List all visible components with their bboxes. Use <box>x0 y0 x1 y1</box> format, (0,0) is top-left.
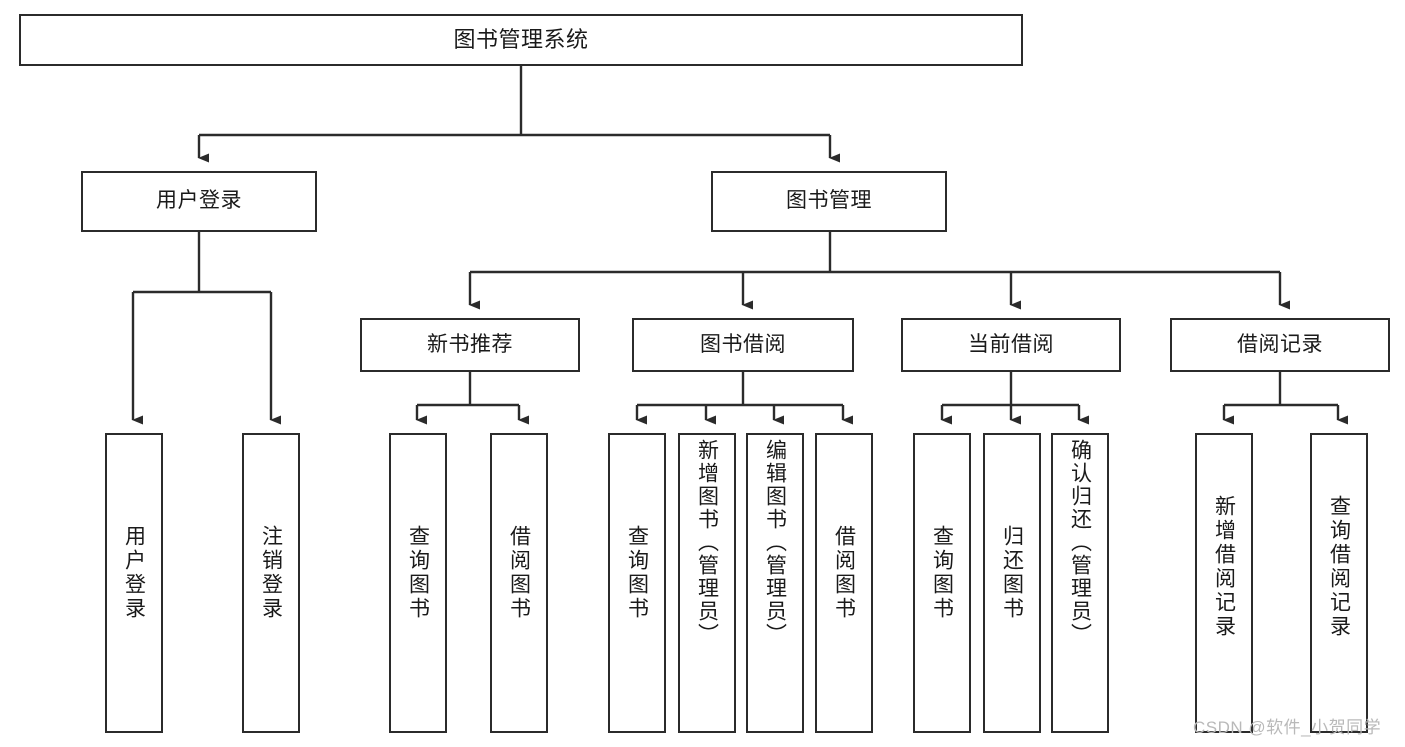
node-label: 用户登录 <box>156 189 242 213</box>
node-label: 归还图书 <box>1000 525 1024 621</box>
csdn-watermark: CSDN @软件_小贺同学 <box>1193 718 1382 737</box>
node-label: 新书推荐 <box>427 332 513 356</box>
node-label: 查询图书 <box>625 525 649 621</box>
node-label: 图书管理 <box>786 189 872 213</box>
leaf-borrow-record-add-record[interactable]: 新增借阅记录 <box>1195 433 1253 733</box>
node-label: 借阅图书 <box>832 525 856 621</box>
leaf-book-borrow-edit-book-admin[interactable]: 编辑图书（管理员） <box>746 433 804 733</box>
node-user-login[interactable]: 用户登录 <box>81 171 317 232</box>
leaf-new-book-borrow-book[interactable]: 借阅图书 <box>490 433 548 733</box>
node-label: 借阅图书 <box>507 525 531 621</box>
node-label: 确认归还（管理员） <box>1068 439 1092 646</box>
node-label: 用户登录 <box>122 525 146 621</box>
leaf-current-borrow-confirm-return-admin[interactable]: 确认归还（管理员） <box>1051 433 1109 733</box>
node-label: 查询图书 <box>406 525 430 621</box>
leaf-book-borrow-add-book-admin[interactable]: 新增图书（管理员） <box>678 433 736 733</box>
node-label: 新增借阅记录 <box>1212 495 1236 639</box>
leaf-book-borrow-query-book[interactable]: 查询图书 <box>608 433 666 733</box>
node-label: 当前借阅 <box>968 332 1054 356</box>
node-borrow-record[interactable]: 借阅记录 <box>1170 318 1390 372</box>
node-label: 图书借阅 <box>700 332 786 356</box>
node-label: 查询图书 <box>930 525 954 621</box>
leaf-current-borrow-return-book[interactable]: 归还图书 <box>983 433 1041 733</box>
node-label: 图书管理系统 <box>453 27 589 53</box>
node-book-borrow[interactable]: 图书借阅 <box>632 318 854 372</box>
leaf-user-login-logout[interactable]: 注销登录 <box>242 433 300 733</box>
node-book-management[interactable]: 图书管理 <box>711 171 947 232</box>
leaf-new-book-query-book[interactable]: 查询图书 <box>389 433 447 733</box>
leaf-user-login-login[interactable]: 用户登录 <box>105 433 163 733</box>
node-label: 借阅记录 <box>1237 332 1323 356</box>
node-label: 编辑图书（管理员） <box>763 439 787 646</box>
node-current-borrow[interactable]: 当前借阅 <box>901 318 1121 372</box>
node-label: 注销登录 <box>259 525 283 621</box>
node-label: 查询借阅记录 <box>1327 495 1351 639</box>
leaf-borrow-record-query-record[interactable]: 查询借阅记录 <box>1310 433 1368 733</box>
leaf-book-borrow-borrow-book[interactable]: 借阅图书 <box>815 433 873 733</box>
leaf-current-borrow-query-book[interactable]: 查询图书 <box>913 433 971 733</box>
node-label: 新增图书（管理员） <box>695 439 719 646</box>
node-root-book-management-system[interactable]: 图书管理系统 <box>19 14 1023 66</box>
node-new-book-recommend[interactable]: 新书推荐 <box>360 318 580 372</box>
